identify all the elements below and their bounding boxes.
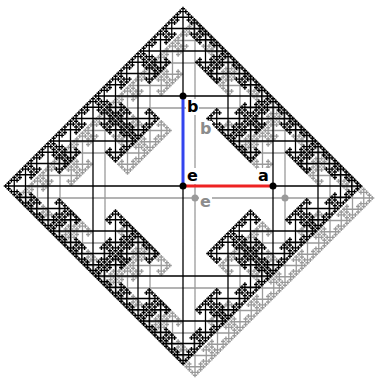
vertex-dots	[180, 93, 289, 202]
vertex-label: b	[186, 99, 199, 115]
vertex-dot	[192, 195, 199, 202]
black-tree	[4, 7, 363, 366]
generator-b-edge	[182, 96, 185, 186]
grey-tree	[16, 19, 375, 378]
vertex-dot	[270, 183, 277, 190]
vertex-label: e	[199, 194, 212, 210]
vertex-label: a	[257, 168, 270, 184]
vertex-label: e	[186, 168, 199, 184]
vertex-dot	[282, 195, 289, 202]
generator-a-edge	[183, 185, 273, 188]
vertex-label: b	[199, 121, 212, 137]
